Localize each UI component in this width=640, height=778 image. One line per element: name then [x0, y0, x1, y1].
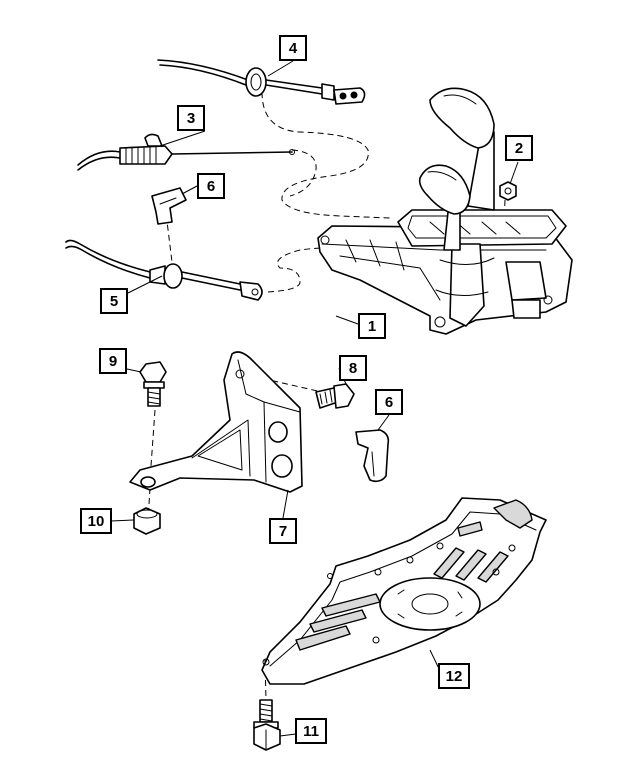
callout-6-upper: 6	[197, 173, 225, 199]
callout-1: 1	[358, 313, 386, 339]
cable-part-5	[65, 239, 263, 301]
nut-part-10	[133, 507, 161, 535]
callout-5: 5	[100, 288, 128, 314]
shift-cable-part-4	[157, 59, 366, 105]
retaining-clip-part-6-lower	[355, 429, 390, 483]
retaining-clip-part-6-upper	[151, 187, 187, 225]
callout-leader-lines	[110, 60, 519, 737]
callout-9: 9	[99, 348, 127, 374]
callout-2: 2	[505, 135, 533, 161]
bolt-part-8	[315, 383, 355, 409]
callout-12: 12	[438, 663, 470, 689]
callout-8: 8	[339, 355, 367, 381]
shield-plate-part-12	[261, 497, 547, 685]
callout-6-lower: 6	[375, 389, 403, 415]
bracket-part-7	[129, 351, 303, 493]
cable-part-3	[77, 133, 295, 171]
bolt-part-11	[253, 699, 281, 751]
callout-7: 7	[269, 518, 297, 544]
shifter-assembly-part-1	[317, 87, 573, 335]
callout-3: 3	[177, 105, 205, 131]
callout-11: 11	[295, 718, 327, 744]
nut-part-2	[499, 181, 517, 201]
bolt-part-9	[139, 361, 167, 407]
callout-10: 10	[80, 508, 112, 534]
callout-4: 4	[279, 35, 307, 61]
